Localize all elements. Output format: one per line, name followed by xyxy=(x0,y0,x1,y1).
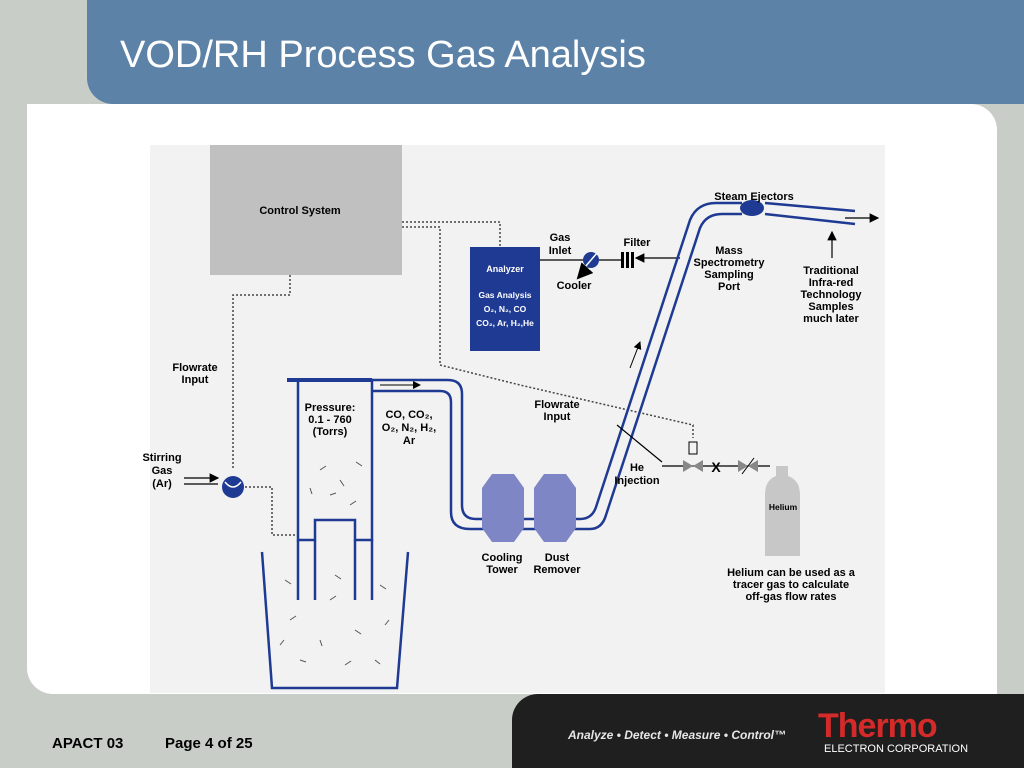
msp-label-3: Sampling xyxy=(704,269,754,281)
snorkel-left xyxy=(296,540,317,600)
traditional-ir-4: Samples xyxy=(808,301,853,313)
pressure-2: 0.1 - 760 xyxy=(308,414,351,426)
cooling-tower xyxy=(482,474,524,542)
analyzer-line1: Gas Analysis xyxy=(478,290,531,300)
exhaust-pipe-top xyxy=(764,201,856,213)
control-line-flowrate-right xyxy=(402,226,694,438)
vacuum-chamber xyxy=(287,378,374,542)
filter-label: Filter xyxy=(624,237,652,249)
brand-logo: Thermo xyxy=(818,707,938,745)
dust-remover-2: Remover xyxy=(533,564,581,576)
stirring-3: (Ar) xyxy=(152,478,172,490)
helium-note-1: Helium can be used as a xyxy=(727,567,856,579)
pressure-1: Pressure: xyxy=(305,402,356,414)
gas-inlet-label-1: Gas xyxy=(550,232,571,244)
helium-cylinder xyxy=(765,466,800,556)
pipe-flow-arrow-2 xyxy=(629,341,642,369)
he-injection-2: Injection xyxy=(614,475,660,487)
helium-note-2: tracer gas to calculate xyxy=(733,579,849,591)
he-injection-1: He xyxy=(630,462,644,474)
filter-icon xyxy=(621,252,634,268)
footer-course: APACT 03 xyxy=(52,735,124,752)
analyzer-line3: CO₂, Ar, H₂,He xyxy=(476,318,534,328)
cooler-arrow xyxy=(576,262,594,280)
analyzer-line2: O₂, N₂, CO xyxy=(484,304,527,314)
analyzer-box xyxy=(470,247,540,351)
stirring-1: Stirring xyxy=(142,452,181,464)
cooler-label: Cooler xyxy=(557,280,593,292)
gases-1: CO, CO₂, xyxy=(385,409,432,421)
footer-page-number: Page 4 of 25 xyxy=(165,735,253,752)
offgas-pipe-inner xyxy=(372,212,742,531)
stirring-valve-mark xyxy=(224,481,242,488)
pressure-3: (Torrs) xyxy=(313,426,348,438)
stirring-2: Gas xyxy=(152,465,173,477)
snorkel-right xyxy=(353,540,374,600)
control-line-flowrate-left xyxy=(232,275,291,470)
msp-label-2: Spectrometry xyxy=(694,257,766,269)
steam-ejectors-label: Steam Ejectors xyxy=(714,191,793,203)
traditional-ir-5: much later xyxy=(803,313,859,325)
dust-remover xyxy=(534,474,576,542)
control-line-analyzer xyxy=(402,221,501,247)
cooling-tower-1: Cooling xyxy=(482,552,523,564)
flowrate-left-2: Input xyxy=(182,374,209,386)
traditional-ir-3: Technology xyxy=(801,289,863,301)
gases-3: Ar xyxy=(403,435,416,447)
offgas-pipe-outer xyxy=(372,201,742,521)
gases-2: O₂, N₂, H₂, xyxy=(382,422,436,434)
footer-band xyxy=(512,694,1024,768)
helium-note-3: off-gas flow rates xyxy=(745,591,836,603)
traditional-ir-1: Traditional xyxy=(803,265,859,277)
regulator-slash xyxy=(741,457,755,475)
helium-label: Helium xyxy=(769,502,798,512)
control-system-box xyxy=(210,145,402,275)
cooling-tower-2: Tower xyxy=(486,564,518,576)
slide-title: VOD/RH Process Gas Analysis xyxy=(120,34,646,76)
brand-subtitle: ELECTRON CORPORATION xyxy=(824,743,969,755)
flowrate-right-2: Input xyxy=(544,411,571,423)
molten-steel-specks xyxy=(279,461,390,666)
valve-x-icon: X xyxy=(711,459,721,475)
msp-label-1: Mass xyxy=(715,245,743,257)
footer-tagline: Analyze • Detect • Measure • Control™ xyxy=(568,728,786,742)
steam-ejector-1 xyxy=(740,200,764,216)
analyzer-title: Analyzer xyxy=(486,264,524,274)
header-band xyxy=(87,0,1024,104)
flowrate-left-1: Flowrate xyxy=(172,362,217,374)
control-line-stirring xyxy=(245,486,298,536)
gas-inlet-label-2: Inlet xyxy=(549,245,572,257)
flow-sensor-icon xyxy=(688,441,698,455)
traditional-ir-2: Infra-red xyxy=(809,277,854,289)
dust-remover-1: Dust xyxy=(545,552,570,564)
control-system-label: Control System xyxy=(259,205,341,217)
msp-label-4: Port xyxy=(718,281,740,293)
he-injection-line xyxy=(616,424,663,463)
exhaust-pipe-bottom xyxy=(764,212,856,226)
ladle xyxy=(260,551,410,690)
flowrate-right-1: Flowrate xyxy=(534,399,579,411)
flow-controller-icon xyxy=(683,460,703,472)
